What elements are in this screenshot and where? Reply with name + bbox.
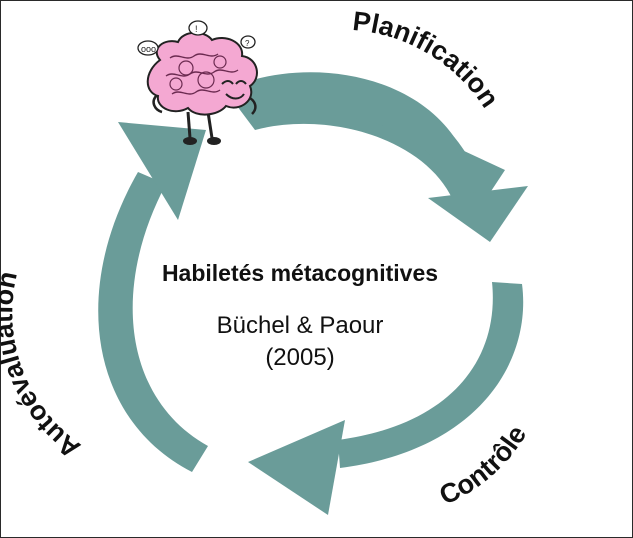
arrow-controle bbox=[248, 282, 524, 515]
arrow-autoevaluation bbox=[98, 122, 208, 472]
center-author: Büchel & Paour bbox=[216, 312, 384, 339]
center-title: Habiletés métacognitives bbox=[161, 260, 439, 286]
thought-bubble-icon: ooo ! ? bbox=[137, 20, 256, 56]
svg-text:!: ! bbox=[195, 24, 198, 34]
svg-text:ooo: ooo bbox=[141, 44, 156, 54]
arrow-planification bbox=[225, 72, 528, 242]
brain-mascot-icon bbox=[146, 31, 258, 145]
label-autoevaluation: Autoévaluation bbox=[0, 269, 86, 465]
svg-text:?: ? bbox=[245, 39, 250, 48]
label-controle: Contrôle bbox=[435, 420, 533, 510]
center-year: (2005) bbox=[265, 344, 335, 371]
